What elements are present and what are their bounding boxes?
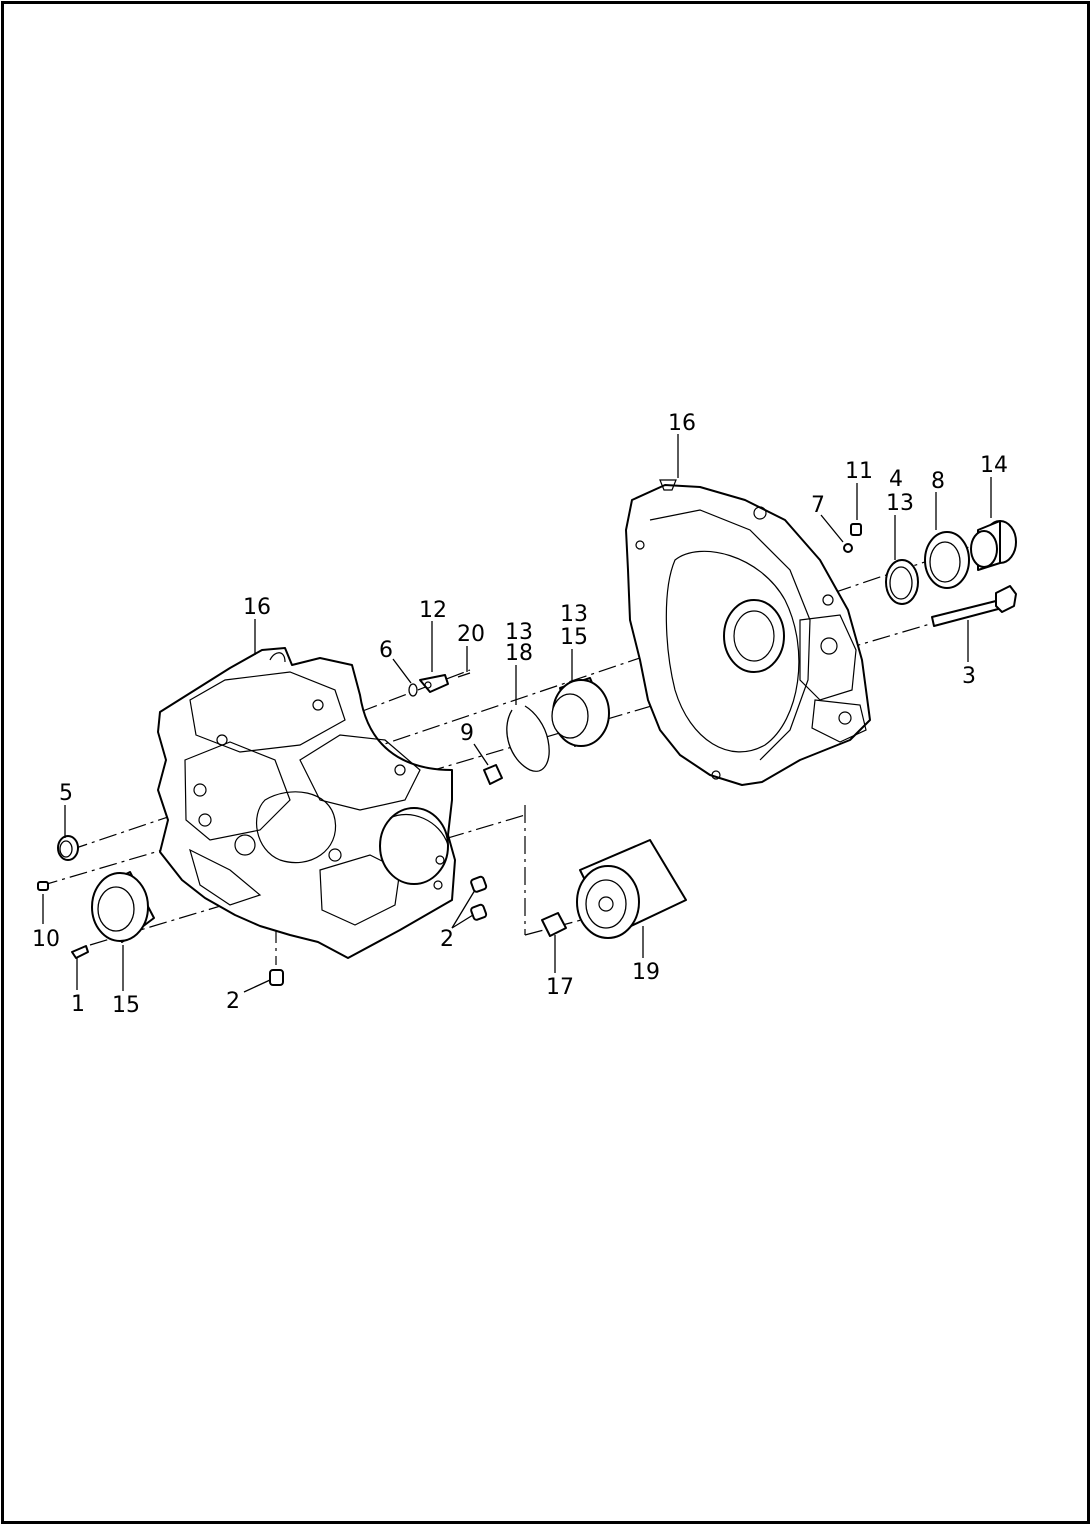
part-4-spacer xyxy=(885,559,919,605)
callout-20: 20 xyxy=(457,622,485,647)
callout-16-left-case: 16 xyxy=(243,595,271,620)
callout-2-bottom: 2 xyxy=(226,989,240,1014)
callout-8: 8 xyxy=(931,469,945,494)
callout-14: 14 xyxy=(980,453,1008,478)
callout-9: 9 xyxy=(460,721,474,746)
callout-5: 5 xyxy=(59,781,73,806)
part-2-plug-a xyxy=(269,969,284,986)
part-1-screw xyxy=(71,945,89,959)
part-18-retaining-ring xyxy=(506,705,550,772)
part-8-bearing xyxy=(924,531,970,589)
part-19-oil-filter xyxy=(576,839,687,939)
part-5-needle-bearing xyxy=(57,835,79,861)
callout-3: 3 xyxy=(962,664,976,689)
part-11-plug xyxy=(850,523,862,536)
callout-4: 4 xyxy=(889,467,903,492)
callout-13-ring: 13 xyxy=(505,620,533,645)
callout-19: 19 xyxy=(632,960,660,985)
part-6-o-ring xyxy=(408,683,418,697)
part-15-bearing-left xyxy=(91,871,155,943)
callout-12: 12 xyxy=(419,598,447,623)
callout-15-left: 15 xyxy=(112,993,140,1018)
part-10-dowel xyxy=(37,881,49,891)
part-15-bearing-center xyxy=(551,677,610,747)
callout-13-bearing: 13 xyxy=(560,602,588,627)
callout-2-right: 2 xyxy=(440,927,454,952)
part-3-bolt xyxy=(931,585,1017,627)
callout-1: 1 xyxy=(71,992,85,1017)
part-2-plug-b xyxy=(470,875,488,921)
left-crankcase-half xyxy=(157,647,456,959)
callout-7: 7 xyxy=(811,493,825,518)
callout-17: 17 xyxy=(546,975,574,1000)
part-20-screw xyxy=(457,672,471,678)
part-14-seal xyxy=(970,520,1017,571)
callout-15-center: 15 xyxy=(560,625,588,650)
callout-16-right-case: 16 xyxy=(668,411,696,436)
leader-lines xyxy=(42,434,992,993)
callout-18: 18 xyxy=(505,641,533,666)
part-7-ball xyxy=(843,543,853,553)
part-17-filter-adapter xyxy=(541,912,567,937)
callout-13-right: 13 xyxy=(886,491,914,516)
callout-6: 6 xyxy=(379,638,393,663)
part-12-piston-jet xyxy=(419,674,449,693)
right-crankcase-half xyxy=(625,479,871,786)
callout-labels: 16 11 4 13 8 14 7 3 16 12 20 6 13 18 13 … xyxy=(32,411,1008,1018)
callout-10: 10 xyxy=(32,927,60,952)
callout-11: 11 xyxy=(845,459,873,484)
part-9-dowel xyxy=(483,764,503,785)
